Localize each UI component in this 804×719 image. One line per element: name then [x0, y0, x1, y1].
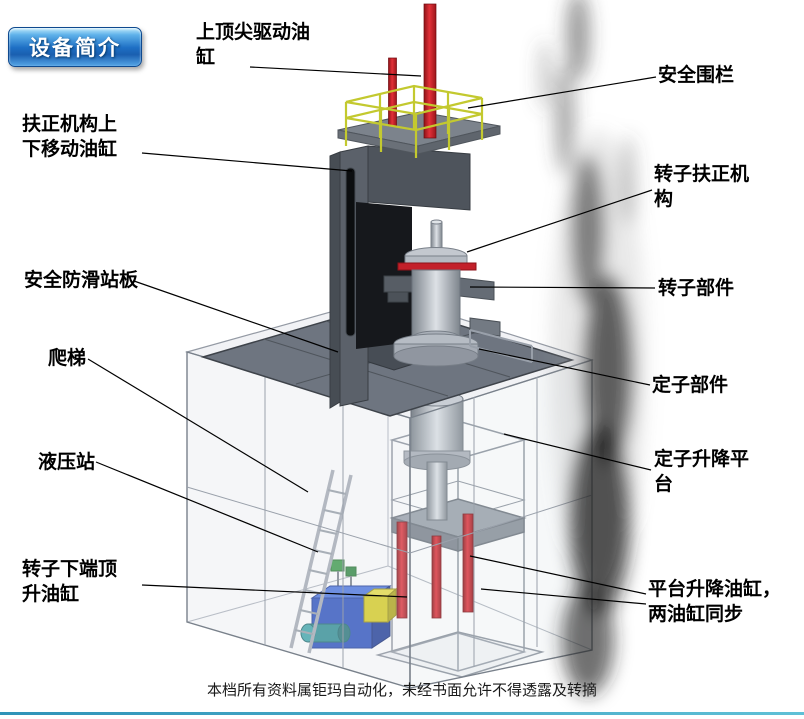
lift-cylinders-red — [396, 513, 474, 619]
callout-top-center-drive-cylinder: 上顶尖驱动油缸 — [196, 22, 311, 68]
callout-stator-component: 定子部件 — [652, 375, 729, 396]
callout-anti-slip-platform: 安全防滑站板 — [24, 270, 139, 291]
leader-anti-slip-platform — [133, 280, 339, 353]
leader-rotor-bottom-jack — [141, 584, 408, 598]
callout-rotor-component: 转子部件 — [658, 278, 735, 299]
callout-hydraulic-station: 液压站 — [38, 452, 96, 473]
safety-cage-front — [186, 351, 593, 689]
leader-centering-lift-cylinder — [141, 152, 353, 172]
rotor-assembly — [393, 219, 501, 367]
callout-ladder: 爬梯 — [48, 348, 87, 369]
title-badge: 设备简介 — [8, 27, 142, 67]
access-ladder — [289, 469, 353, 654]
callout-rotor-centering-mechanism: 转子扶正机构 — [654, 164, 750, 210]
leader-ladder — [87, 358, 309, 493]
callout-safety-fence: 安全围栏 — [658, 65, 735, 86]
leader-rotor-component — [469, 286, 656, 289]
leader-rotor-centering-mechanism — [466, 189, 653, 253]
leader-platform-cylinder-2 — [480, 588, 647, 605]
leader-safety-fence — [467, 76, 657, 109]
safety-railing — [344, 84, 484, 158]
callout-centering-lift-cylinder: 扶正机构上下移动油缸 — [22, 114, 118, 160]
title-badge-label: 设备简介 — [29, 37, 121, 60]
leader-hydraulic-station — [95, 461, 319, 553]
leader-top-center-drive-cylinder — [249, 66, 422, 77]
footer-watermark: 本档所有资料属钜玛自动化，未经书面允许不得透露及转摘 — [206, 682, 597, 699]
leader-platform-cylinder-1 — [469, 555, 647, 595]
bottom-divider — [0, 712, 804, 715]
leader-stator-lift-platform — [503, 433, 652, 471]
smoke-shadow — [539, 0, 646, 695]
leader-stator-component — [478, 348, 651, 386]
callout-rotor-bottom-jack-cylinder: 转子下端顶升油缸 — [22, 559, 118, 605]
callout-platform-lift-cylinders: 平台升降油缸，两油缸同步 — [648, 579, 782, 625]
callout-stator-lift-platform: 定子升降平台 — [654, 449, 750, 495]
